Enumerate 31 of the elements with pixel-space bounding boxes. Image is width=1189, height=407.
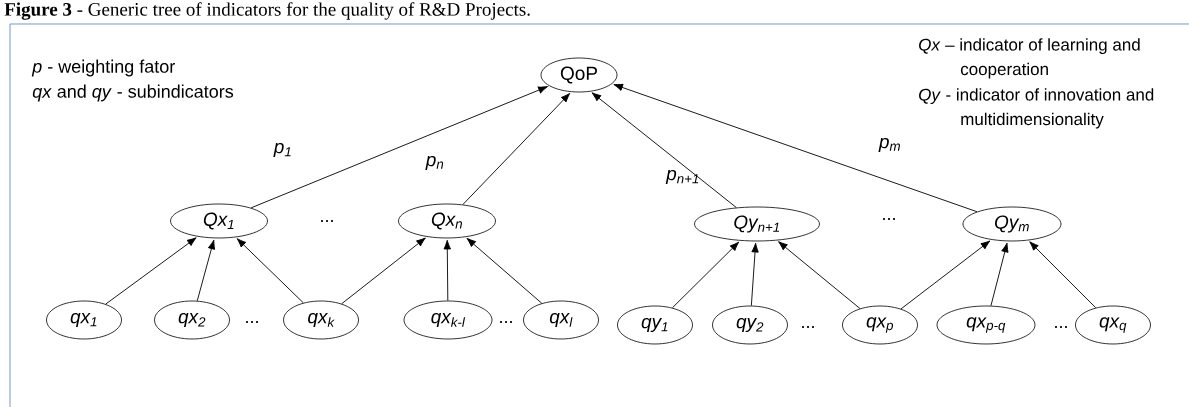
legend-text: p - weighting fator bbox=[31, 59, 175, 77]
weight-label: p$_{n}$ bbox=[425, 155, 444, 171]
arrow bbox=[105, 237, 197, 305]
legend-text: Qx – indicator of learning and cooperation bbox=[919, 38, 1140, 79]
legend-text: Qy - indicator of innovation and multidimensionality bbox=[919, 88, 1154, 129]
weight-label: p$_{1}$ bbox=[273, 142, 291, 158]
ellipsis: ... bbox=[246, 321, 258, 323]
arrow bbox=[443, 239, 451, 302]
ellipsis: ... bbox=[802, 326, 814, 328]
arrow bbox=[250, 86, 548, 209]
arrow bbox=[778, 241, 861, 309]
arrow bbox=[466, 237, 543, 304]
figure-title: Figure 3 - Generic tree of indicators for the quality of R&D Projects. bbox=[4, 2, 530, 20]
legend-text: qx and qy - subindicators bbox=[32, 84, 234, 102]
arrow bbox=[671, 241, 740, 309]
weight-label: p$_{m}$ bbox=[878, 137, 900, 153]
ellipsis: ... bbox=[321, 220, 333, 222]
ellipsis: ... bbox=[883, 218, 895, 220]
arrow bbox=[750, 242, 759, 307]
arrow bbox=[1029, 241, 1097, 309]
ellipsis: ... bbox=[1055, 326, 1067, 328]
arrow bbox=[613, 83, 978, 213]
arrow bbox=[462, 92, 571, 205]
ellipsis: ... bbox=[500, 321, 512, 323]
arrow bbox=[990, 242, 1009, 307]
weight-label: p$_{n+1}$ bbox=[665, 169, 699, 185]
arrow bbox=[341, 237, 426, 305]
arrow bbox=[196, 239, 216, 302]
arrow bbox=[900, 240, 991, 310]
arrow bbox=[236, 238, 304, 304]
arrow bbox=[591, 92, 737, 208]
